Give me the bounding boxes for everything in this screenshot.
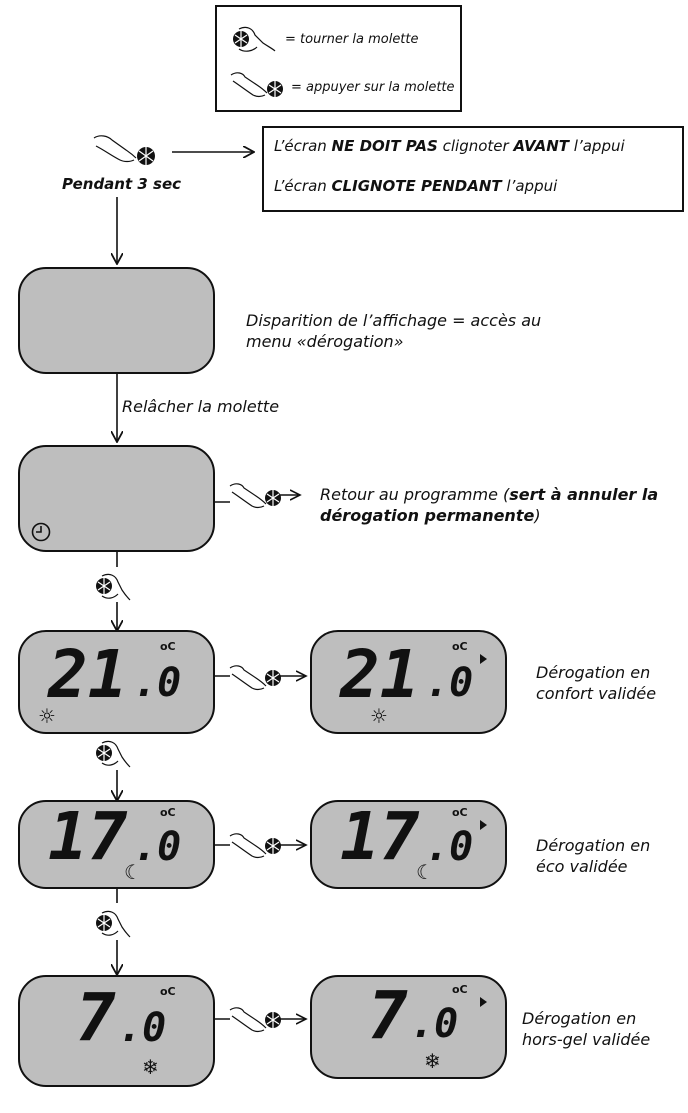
blank-step-caption: Disparition de l’affichage = accès au me… <box>246 311 542 351</box>
temperature-integer: 21 <box>48 636 128 713</box>
temperature-integer: 7 <box>368 977 408 1054</box>
frost-caption: Dérogation en hors-gel validée <box>522 1009 651 1049</box>
press-knob-icon <box>230 72 283 98</box>
press-knob-icon <box>229 483 281 509</box>
press-knob-icon <box>229 833 281 859</box>
turn-knob-icon <box>96 740 131 768</box>
validated-indicator-icon <box>480 820 487 830</box>
celsius-unit: oC <box>160 640 176 653</box>
press-knob-icon <box>229 665 281 691</box>
lcd-frost-display: 7 .0 oC ❄ <box>18 975 215 1087</box>
legend-box: = tourner la molette = appuyer sur la mo… <box>215 5 462 112</box>
lcd-program-display <box>18 445 215 552</box>
celsius-unit: oC <box>452 640 468 653</box>
turn-knob-icon <box>96 910 131 938</box>
lcd-blank-display <box>18 267 215 374</box>
temperature-decimal: .0 <box>118 1005 167 1051</box>
press-duration-label: Pendant 3 sec <box>62 175 182 193</box>
temperature-decimal: .0 <box>410 1001 459 1047</box>
temperature-integer: 21 <box>340 636 420 713</box>
temperature-decimal: .0 <box>133 824 182 870</box>
celsius-unit: oC <box>452 983 468 996</box>
moon-icon: ☾ <box>124 860 142 884</box>
eco-caption: Dérogation en éco validée <box>536 836 651 876</box>
temperature-decimal: .0 <box>425 824 474 870</box>
clock-icon <box>31 522 51 542</box>
note-line-1: L’écran NE DOIT PAS clignoter AVANT l’ap… <box>274 137 625 155</box>
lcd-eco-validated: 17 .0 oC ☾ <box>310 798 507 889</box>
celsius-unit: oC <box>160 806 176 819</box>
sun-icon: ☼ <box>370 704 388 728</box>
validated-indicator-icon <box>480 654 487 664</box>
screen-note-box: L’écran NE DOIT PAS clignoter AVANT l’ap… <box>262 126 684 212</box>
turn-knob-icon <box>96 573 131 601</box>
press-knob-icon <box>229 1007 281 1033</box>
press-knob-icon <box>93 135 155 165</box>
moon-icon: ☾ <box>416 860 434 884</box>
program-step-caption: Retour au programme (sert à annuler la d… <box>320 485 659 525</box>
lcd-frost-validated: 7 .0 oC ❄ <box>310 975 507 1079</box>
turn-knob-icon <box>233 26 276 52</box>
celsius-unit: oC <box>160 985 176 998</box>
legend-press-label: = appuyer sur la molette <box>291 80 455 95</box>
lcd-comfort-validated: 21 .0 oC ☼ <box>310 630 507 734</box>
legend-turn-label: = tourner la molette <box>285 32 419 47</box>
snowflake-icon: ❄ <box>142 1055 159 1079</box>
sun-icon: ☼ <box>38 704 56 728</box>
temperature-decimal: .0 <box>133 660 182 706</box>
temperature-decimal: .0 <box>425 660 474 706</box>
validated-indicator-icon <box>480 997 487 1007</box>
comfort-caption: Dérogation en confort validée <box>536 663 657 703</box>
celsius-unit: oC <box>452 806 468 819</box>
temperature-integer: 17 <box>48 798 128 875</box>
temperature-integer: 7 <box>76 979 116 1056</box>
temperature-integer: 17 <box>340 798 420 875</box>
release-label: Relâcher la molette <box>122 397 280 416</box>
snowflake-icon: ❄ <box>424 1049 441 1073</box>
lcd-eco-display: 17 .0 oC ☾ <box>18 798 215 889</box>
lcd-comfort-display: 21 .0 oC ☼ <box>18 630 215 734</box>
note-line-2: L’écran CLIGNOTE PENDANT l’appui <box>274 177 558 195</box>
